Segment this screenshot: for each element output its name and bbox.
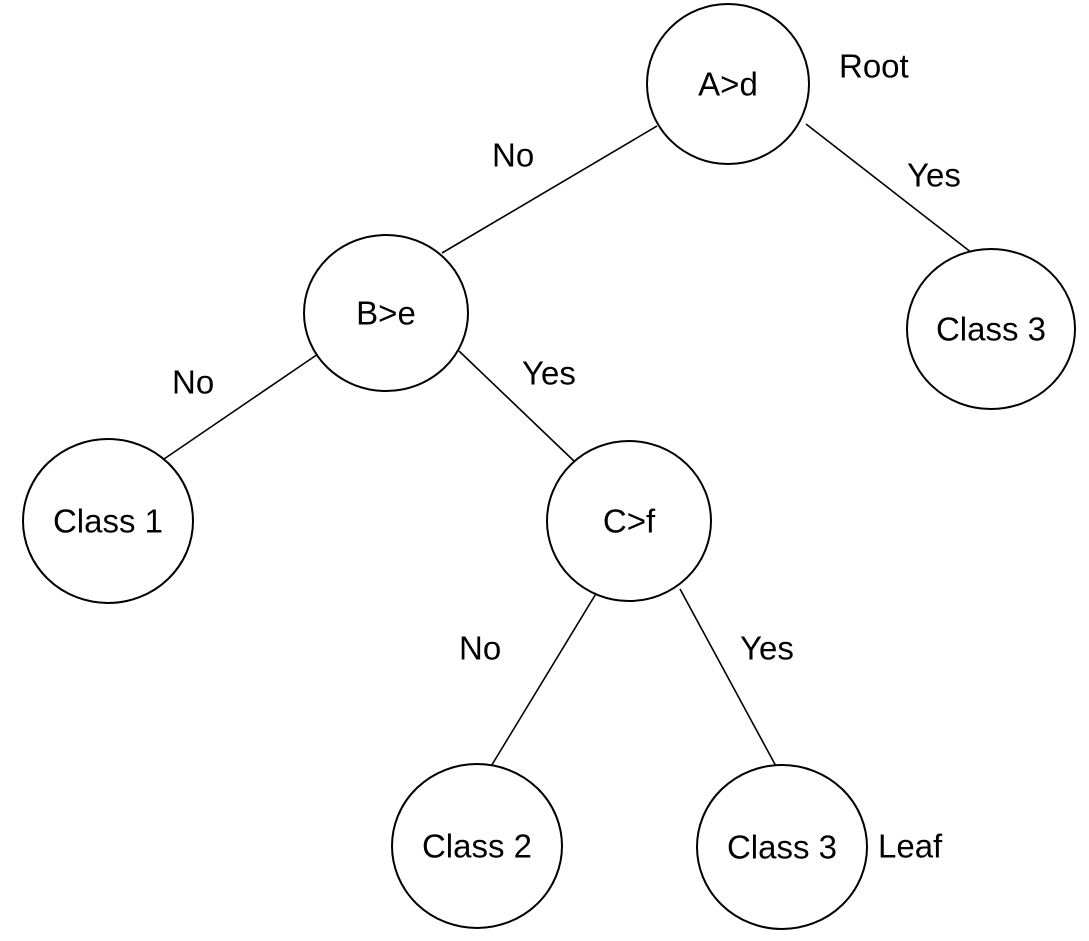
node-class3-top: Class 3 <box>906 248 1076 410</box>
edge-label-b-c: Yes <box>522 355 576 392</box>
edge-label-b-class1: No <box>172 364 214 401</box>
node-root: A>d <box>646 3 810 165</box>
edge-label-c-class3: Yes <box>740 630 794 667</box>
node-class2-label: Class 2 <box>422 828 532 865</box>
edge-label-c-class2: No <box>459 630 501 667</box>
node-b: B>e <box>303 234 469 392</box>
edge-label-root-b: No <box>492 137 534 174</box>
node-c: C>f <box>546 440 712 602</box>
node-c-label: C>f <box>603 503 656 540</box>
edge-c-to-class2 <box>489 591 598 769</box>
edge-b-to-class1 <box>163 353 319 460</box>
node-class3-bottom: Class 3 <box>696 764 868 930</box>
leaf-annotation: Leaf <box>878 828 943 865</box>
node-class1-label: Class 1 <box>53 503 163 540</box>
node-class1: Class 1 <box>22 438 194 604</box>
edge-label-root-class3: Yes <box>907 157 961 194</box>
edge-c-to-class3-bottom <box>679 588 778 769</box>
node-class3-bottom-label: Class 3 <box>727 829 837 866</box>
node-root-label: A>d <box>698 66 758 103</box>
edge-b-to-c <box>458 350 576 463</box>
node-b-label: B>e <box>356 295 416 332</box>
root-annotation: Root <box>839 48 909 85</box>
edge-root-to-b <box>441 125 658 254</box>
node-class3-top-label: Class 3 <box>936 311 1046 348</box>
node-class2: Class 2 <box>391 763 563 929</box>
edge-root-to-class3-top <box>805 123 973 254</box>
